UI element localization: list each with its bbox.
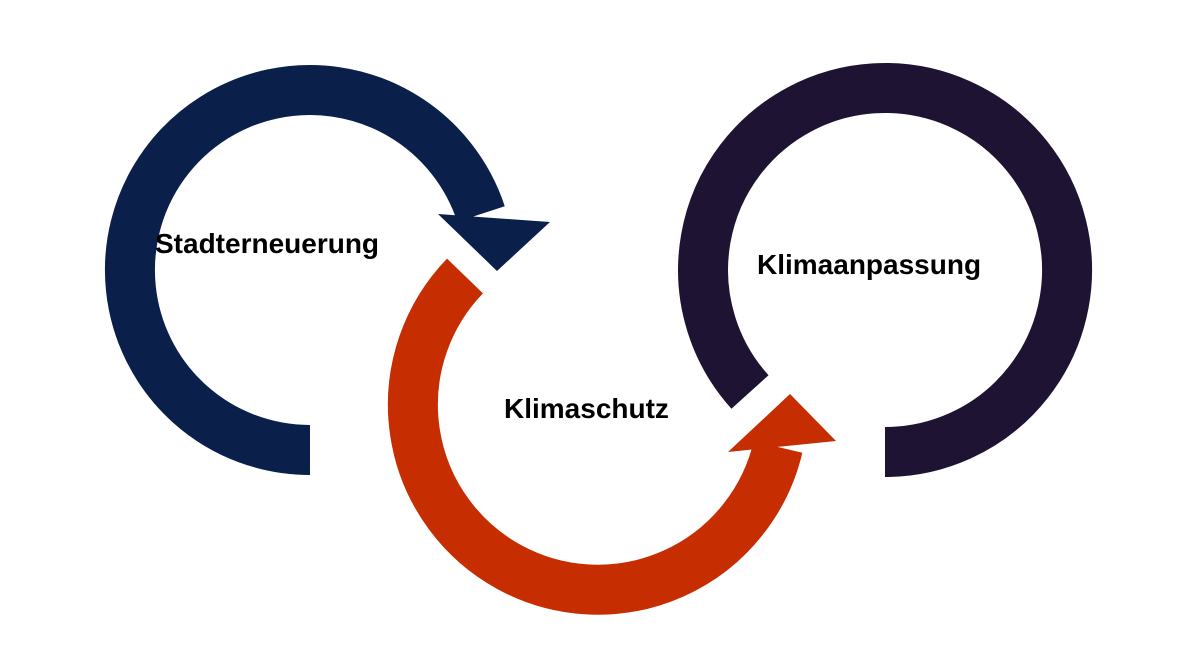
klimaschutz-arrowhead — [728, 394, 836, 452]
stadterneuerung-arc — [104, 65, 505, 475]
stadterneuerung-cycle-arrow — [104, 65, 550, 475]
klimaanpassung-arc — [678, 63, 1093, 477]
label-klimaschutz: Klimaschutz — [504, 393, 669, 424]
klimaschutz-cycle-arrow — [387, 258, 836, 615]
klimaanpassung-cycle — [678, 63, 1093, 477]
klimaschutz-arc — [387, 258, 803, 615]
label-stadterneuerung: Stadterneuerung — [155, 228, 379, 259]
stadterneuerung-arrowhead — [438, 214, 550, 271]
label-klimaanpassung: Klimaanpassung — [757, 249, 981, 280]
